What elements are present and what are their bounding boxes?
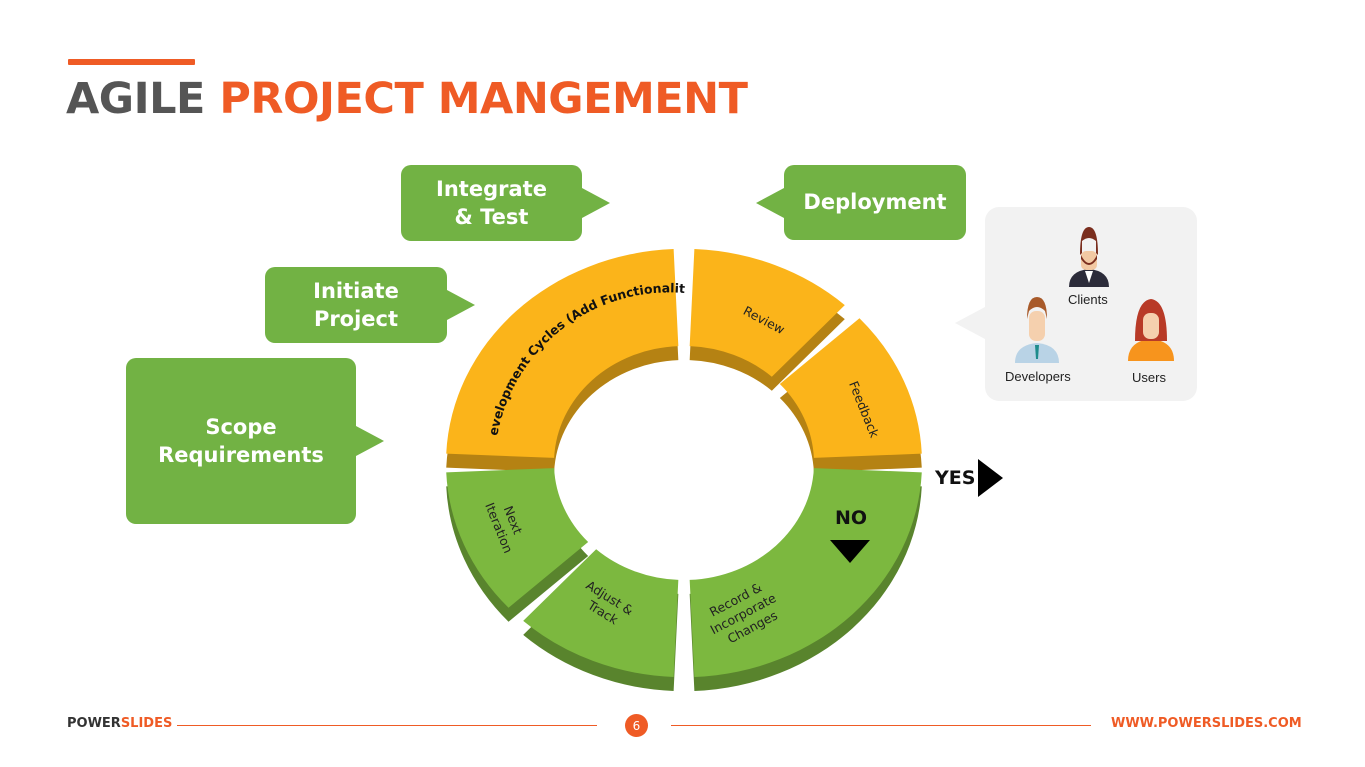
callout-deployment-label: Deployment [803, 190, 947, 215]
footer-website: WWW.POWERSLIDES.COM [1111, 716, 1302, 731]
footer-rule-right [671, 725, 1091, 726]
title-part-1: AGILE [66, 74, 205, 124]
footer-brand-part-2: SLIDES [120, 716, 173, 731]
stakeholders-panel: Clients Developers Users [955, 207, 1197, 401]
footer-rule-left [177, 725, 597, 726]
footer-brand: POWERSLIDES [67, 716, 172, 731]
clients-label: Clients [1068, 292, 1108, 307]
stakeholder-figures [1015, 227, 1174, 363]
no-arrow-icon [830, 540, 870, 563]
segment-feedback [779, 318, 922, 458]
users-label: Users [1132, 370, 1166, 385]
yes-arrow-icon [978, 459, 1003, 497]
page-title: AGILE PROJECT MANGEMENT [66, 74, 748, 124]
callout-scope-label: Scope Requirements [158, 414, 324, 467]
segment-adjust [523, 549, 679, 677]
cycle-segments [446, 249, 922, 691]
client-avatar-icon [1069, 227, 1109, 287]
callout-initiate-project: Initiate Project [265, 267, 447, 343]
yes-label: YES [935, 467, 976, 489]
segment-record [689, 468, 922, 677]
no-label: NO [835, 507, 868, 529]
callout-scope-requirements: Scope Requirements [126, 358, 356, 524]
title-accent-bar [68, 59, 195, 65]
developers-label: Developers [1005, 369, 1071, 384]
segment-review [689, 249, 845, 377]
callout-integrate-label: Integrate & Test [436, 176, 547, 229]
callout-integrate-test: Integrate & Test [401, 165, 582, 241]
footer-brand-part-1: POWER [67, 716, 121, 731]
segment-next [446, 468, 589, 608]
title-part-2: PROJECT MANGEMENT [219, 74, 748, 124]
developer-avatar-icon [1015, 297, 1059, 363]
page-number-badge: 6 [625, 714, 648, 737]
segment-development [446, 249, 679, 458]
callout-initiate-label: Initiate Project [313, 278, 399, 331]
callout-deployment: Deployment [784, 165, 966, 240]
user-avatar-icon [1128, 299, 1174, 361]
